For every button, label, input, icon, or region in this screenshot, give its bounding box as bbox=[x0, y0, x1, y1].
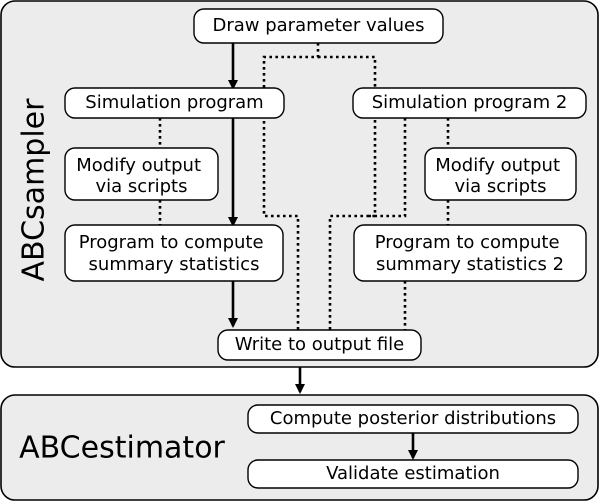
summary-statistics-2-label: Program to compute summary statistics 2 bbox=[375, 227, 566, 275]
modify-output-node: Modify output via scripts bbox=[64, 147, 219, 201]
draw-parameter-values-node: Draw parameter values bbox=[193, 8, 444, 44]
simulation-program-2-label: Simulation program 2 bbox=[372, 92, 568, 113]
modify-output-2-label: Modify output via scripts bbox=[435, 150, 565, 197]
summary-statistics-label: Program to compute summary statistics bbox=[79, 227, 270, 275]
write-output-file-node: Write to output file bbox=[217, 329, 422, 361]
abcestimator-title: ABCestimator bbox=[19, 431, 225, 466]
sim2-to-summary2-dotted-link bbox=[366, 118, 407, 218]
modify-output-2-node: Modify output via scripts bbox=[424, 147, 577, 201]
simulation-program-2-node: Simulation program 2 bbox=[352, 87, 587, 119]
simulation-program-node: Simulation program bbox=[64, 87, 285, 119]
solid-arrows bbox=[228, 43, 418, 460]
write-output-file-label: Write to output file bbox=[235, 334, 405, 355]
validate-estimation-label: Validate estimation bbox=[326, 463, 500, 484]
modify-output-label: Modify output via scripts bbox=[76, 150, 206, 197]
simulation-program-label: Simulation program bbox=[85, 92, 263, 113]
compute-posterior-distributions-label: Compute posterior distributions bbox=[270, 408, 556, 429]
compute-posterior-distributions-node: Compute posterior distributions bbox=[247, 404, 579, 434]
summary-statistics-2-node: Program to compute summary statistics 2 bbox=[353, 224, 587, 282]
abcsampler-title: ABCsampler bbox=[17, 98, 52, 282]
draw-parameter-values-label: Draw parameter values bbox=[212, 15, 424, 36]
dotted-connectors bbox=[158, 43, 450, 330]
summary-statistics-node: Program to compute summary statistics bbox=[64, 224, 284, 282]
validate-estimation-node: Validate estimation bbox=[247, 459, 579, 489]
